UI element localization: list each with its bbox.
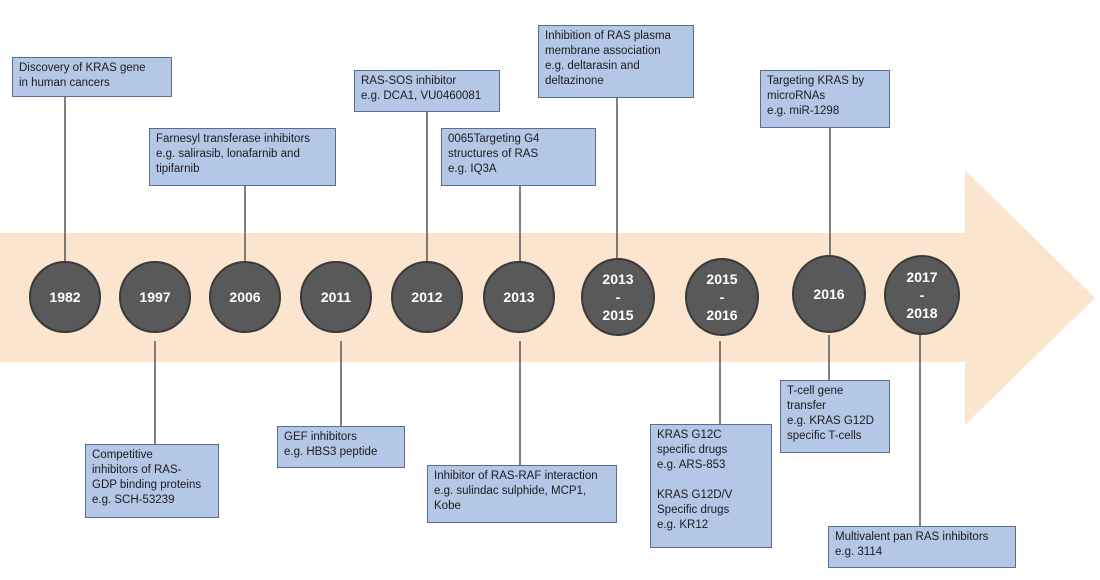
year-node-2016: 2016	[792, 255, 866, 333]
milestone-box-ras-sos: RAS-SOS inhibitor e.g. DCA1, VU0460081	[354, 70, 500, 112]
milestone-box-t-cell-transfer: T-cell gene transfer e.g. KRAS G12D spec…	[780, 380, 890, 453]
milestone-box-g4-structures: 0065Targeting G4 structures of RAS e.g. …	[441, 128, 596, 186]
milestone-box-kras-g12-drugs: KRAS G12C specific drugs e.g. ARS-853 KR…	[650, 424, 772, 548]
year-node-2006: 2006	[209, 261, 281, 333]
milestone-box-kras-discovery: Discovery of KRAS gene in human cancers	[12, 57, 172, 97]
milestone-box-plasma-membrane: Inhibition of RAS plasma membrane associ…	[538, 25, 694, 98]
year-node-1997: 1997	[119, 261, 191, 333]
year-node-2012: 2012	[391, 261, 463, 333]
year-node-2017-2018: 2017 - 2018	[884, 255, 960, 335]
year-node-1982: 1982	[29, 261, 101, 333]
year-node-2013: 2013	[483, 261, 555, 333]
year-node-2011: 2011	[300, 261, 372, 333]
milestone-box-ras-raf: Inhibitor of RAS-RAF interaction e.g. su…	[427, 465, 617, 523]
connector-lines	[64, 97, 921, 526]
milestone-box-pan-ras: Multivalent pan RAS inhibitors e.g. 3114	[828, 526, 1016, 568]
milestone-box-competitive-inhibitors: Competitive inhibitors of RAS- GDP bindi…	[85, 444, 219, 518]
milestone-box-micrornas: Targeting KRAS by microRNAs e.g. miR-129…	[760, 70, 890, 128]
year-node-2015-2016: 2015 - 2016	[685, 258, 759, 336]
milestone-box-farnesyl-transferase: Farnesyl transferase inhibitors e.g. sal…	[149, 128, 336, 186]
year-node-2013-2015: 2013 - 2015	[581, 258, 655, 336]
milestone-box-gef-inhibitors: GEF inhibitors e.g. HBS3 peptide	[277, 426, 405, 468]
